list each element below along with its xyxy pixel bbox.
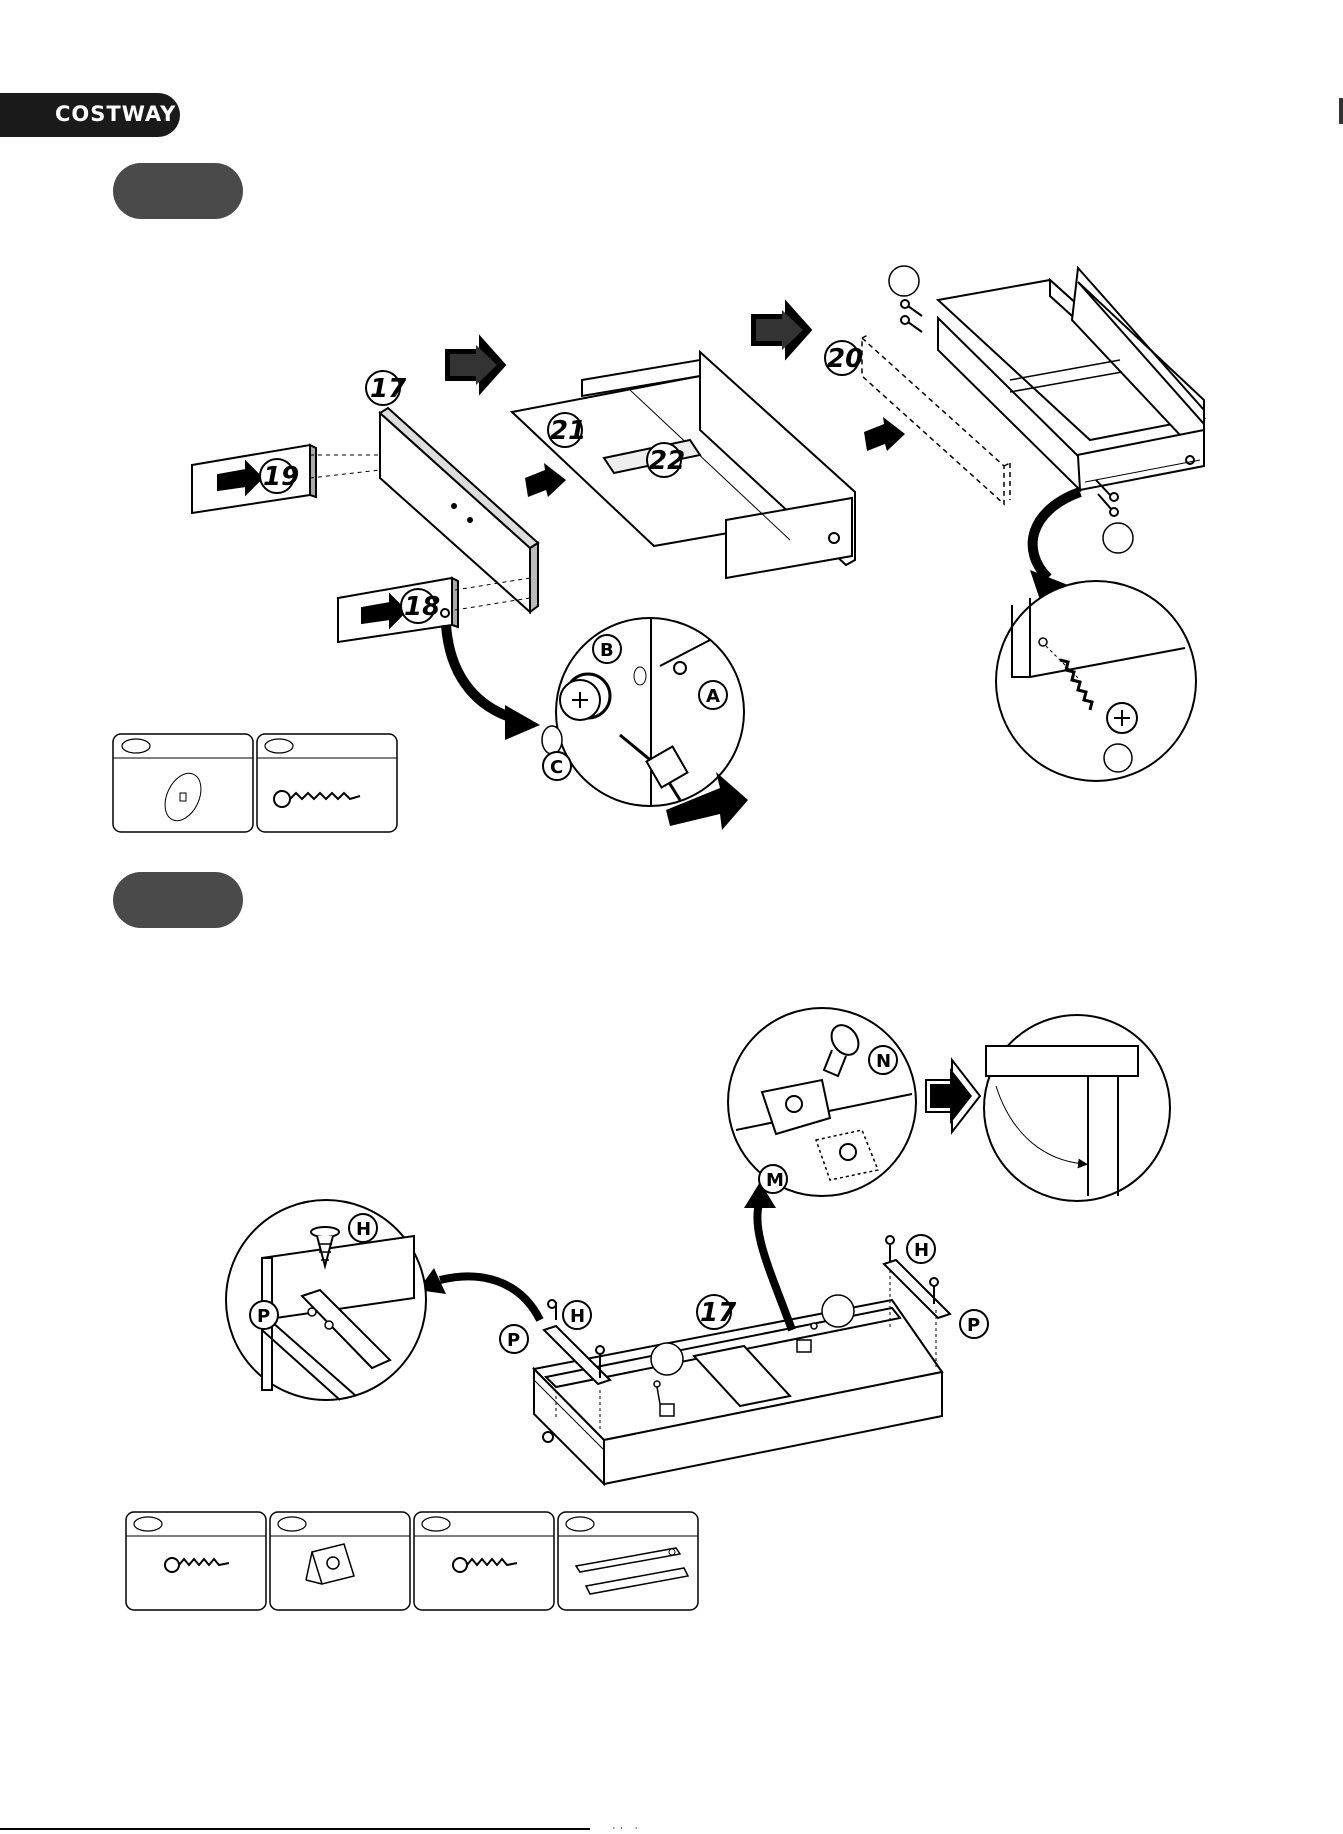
svg-text:N: N (876, 1051, 891, 1072)
svg-text:C: C (550, 757, 563, 778)
svg-text:21: 21 (550, 416, 586, 446)
hardware-box-screw-h (126, 1512, 266, 1610)
bracket-detail-circle (728, 1008, 916, 1196)
screw-callout-bottom (1103, 523, 1133, 553)
hardware-box-screw (257, 734, 397, 832)
label-h-left: H (563, 1301, 591, 1329)
label-p-left: P (500, 1325, 528, 1353)
svg-text:19: 19 (263, 462, 299, 492)
curved-arrow-cam-detail (446, 625, 520, 720)
svg-text:H: H (570, 1306, 585, 1327)
footer-rule (0, 1828, 590, 1830)
label-h-detail: H (349, 1214, 377, 1242)
direction-arrow-small-2 (864, 417, 905, 451)
rail-screw-detail-circle (226, 1200, 426, 1400)
svg-text:18: 18 (404, 592, 440, 622)
svg-text:17: 17 (700, 1298, 737, 1328)
cam-label-b: B (593, 635, 621, 663)
screw-callout-top (889, 266, 919, 296)
callout-blank-1 (822, 1295, 854, 1327)
part-label-21: 21 (548, 413, 586, 447)
guide-lines-19 (310, 455, 380, 478)
cam-lock-detail-circle (542, 618, 744, 806)
hardware-box-rail-p (558, 1512, 698, 1610)
screw-pair-top (901, 300, 922, 332)
svg-text:M: M (766, 1170, 784, 1191)
label-p-right: P (960, 1310, 988, 1338)
right-angle-detail-circle (984, 1015, 1170, 1201)
label-p-detail: P (250, 1301, 278, 1329)
curved-arrow-screw-detail (1033, 492, 1080, 578)
drawer-frame-2 (534, 1300, 942, 1484)
footer-text: ·· · (612, 1822, 642, 1834)
part-label-18: 18 (401, 589, 440, 623)
part-label-22: 22 (647, 443, 685, 477)
svg-text:H: H (914, 1240, 929, 1261)
part-label-17-step2: 17 (697, 1295, 737, 1329)
svg-text:20: 20 (827, 344, 863, 374)
part-label-19: 19 (260, 459, 299, 493)
hardware-box-cam (113, 734, 253, 832)
svg-text:P: P (507, 1330, 520, 1351)
svg-text:A: A (706, 686, 720, 707)
label-m: M (759, 1165, 787, 1193)
cam-label-a: A (699, 681, 727, 709)
part-label-17: 17 (366, 371, 407, 405)
svg-text:17: 17 (370, 374, 407, 404)
svg-text:P: P (257, 1306, 270, 1327)
direction-arrow-small-1 (525, 463, 566, 497)
screw-detail-circle (996, 581, 1196, 781)
svg-text:B: B (600, 640, 614, 661)
hardware-box-bracket-m (270, 1512, 410, 1610)
svg-text:P: P (967, 1315, 980, 1336)
part-label-20: 20 (825, 341, 863, 375)
hardware-box-screw-n (414, 1512, 554, 1610)
curved-arrow-bracket-detail (757, 1200, 792, 1330)
curved-arrow-left-detail (440, 1276, 540, 1320)
label-h-right: H (907, 1235, 935, 1263)
drawer-assembled (938, 268, 1204, 490)
svg-text:22: 22 (649, 446, 685, 476)
svg-text:H: H (356, 1219, 371, 1240)
cam-label-c: C (543, 752, 571, 780)
label-n: N (869, 1046, 897, 1074)
callout-blank-2 (651, 1343, 683, 1375)
